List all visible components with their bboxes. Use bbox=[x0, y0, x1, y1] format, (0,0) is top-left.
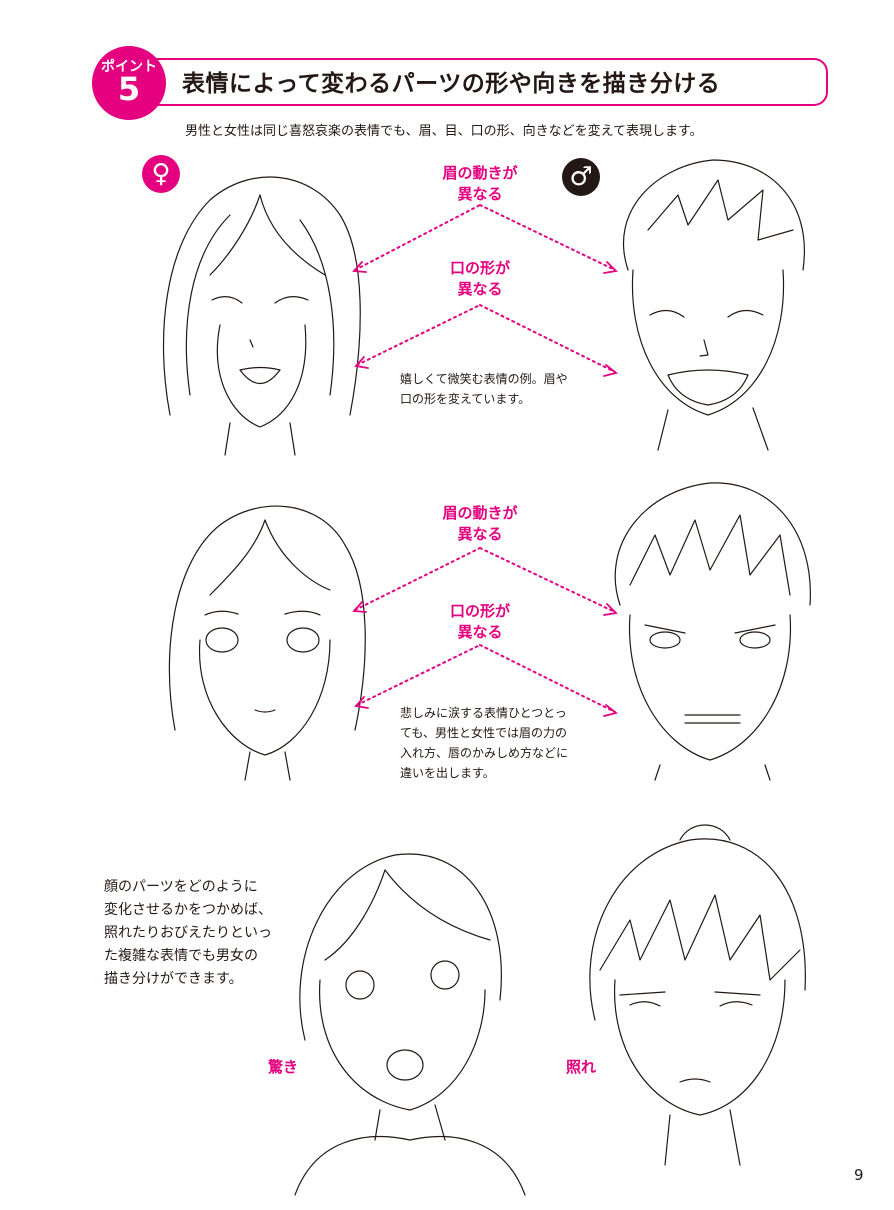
label-brow-1: 眉の動きが 異なる bbox=[430, 163, 530, 205]
label-surprise: 驚き bbox=[268, 1058, 299, 1076]
page-title: 表情によって変わるパーツの形や向きを描き分ける bbox=[182, 71, 721, 97]
point-label: ポイント bbox=[101, 59, 157, 75]
label-mouth-2-line2: 異なる bbox=[457, 623, 503, 641]
male-laugh-illustration bbox=[622, 159, 805, 451]
label-brow-1-line2: 異なる bbox=[457, 185, 503, 203]
caption-2-line: ても、男性と女性では眉の力の bbox=[400, 726, 568, 740]
note-line: 照れたりおびえたりといっ bbox=[104, 925, 272, 941]
caption-1: 嬉しくて微笑む表情の例。眉や 口の形を変えています。 bbox=[400, 369, 568, 409]
note-line: 変化させるかをつかめば、 bbox=[104, 902, 272, 918]
caption-2: 悲しみに涙する表情ひとつとっ ても、男性と女性では眉の力の 入れ方、唇のかみしめ… bbox=[400, 703, 568, 783]
label-mouth-1-line2: 異なる bbox=[457, 280, 503, 298]
female-cry-illustration bbox=[168, 505, 366, 781]
title-bar bbox=[150, 58, 828, 106]
note-line: 描き分けができます。 bbox=[104, 971, 243, 987]
intro-text: 男性と女性は同じ喜怒哀楽の表情でも、眉、目、口の形、向きなどを変えて表現します。 bbox=[185, 124, 703, 139]
point-number: 5 bbox=[117, 70, 141, 108]
male-cry-illustration bbox=[614, 482, 811, 781]
caption-1-line: 口の形を変えています。 bbox=[400, 392, 531, 406]
label-mouth-2-line1: 口の形が bbox=[449, 602, 510, 620]
male-shy-illustration bbox=[589, 824, 806, 1166]
caption-2-line: 悲しみに涙する表情ひとつとっ bbox=[400, 706, 567, 720]
female-icon: ♀ bbox=[142, 155, 180, 193]
label-shy: 照れ bbox=[566, 1058, 597, 1076]
caption-2-line: 違いを出します。 bbox=[400, 766, 495, 780]
caption-1-line: 嬉しくて微笑む表情の例。眉や bbox=[400, 372, 568, 386]
note-line: 顔のパーツをどのように bbox=[104, 879, 258, 895]
note-line: た複雑な表情でも男女の bbox=[104, 948, 258, 964]
caption-2-line: 入れ方、唇のかみしめ方などに bbox=[400, 746, 569, 760]
label-brow-1-line1: 眉の動きが bbox=[442, 164, 518, 182]
label-brow-2-line2: 異なる bbox=[457, 525, 503, 543]
female-smile-illustration bbox=[162, 176, 361, 456]
label-mouth-2: 口の形が 異なる bbox=[430, 601, 530, 643]
bottom-note: 顔のパーツをどのように 変化させるかをつかめば、 照れたりおびえたりといっ た複… bbox=[104, 876, 272, 991]
page-number: 9 bbox=[854, 1166, 864, 1184]
point-badge: ポイント 5 bbox=[92, 46, 166, 120]
label-brow-2-line1: 眉の動きが bbox=[442, 504, 518, 522]
male-icon: ♂ bbox=[562, 158, 600, 196]
label-mouth-1: 口の形が 異なる bbox=[430, 258, 530, 300]
label-mouth-1-line1: 口の形が bbox=[449, 259, 510, 277]
female-surprise-illustration bbox=[294, 853, 526, 1196]
label-brow-2: 眉の動きが 異なる bbox=[430, 503, 530, 545]
